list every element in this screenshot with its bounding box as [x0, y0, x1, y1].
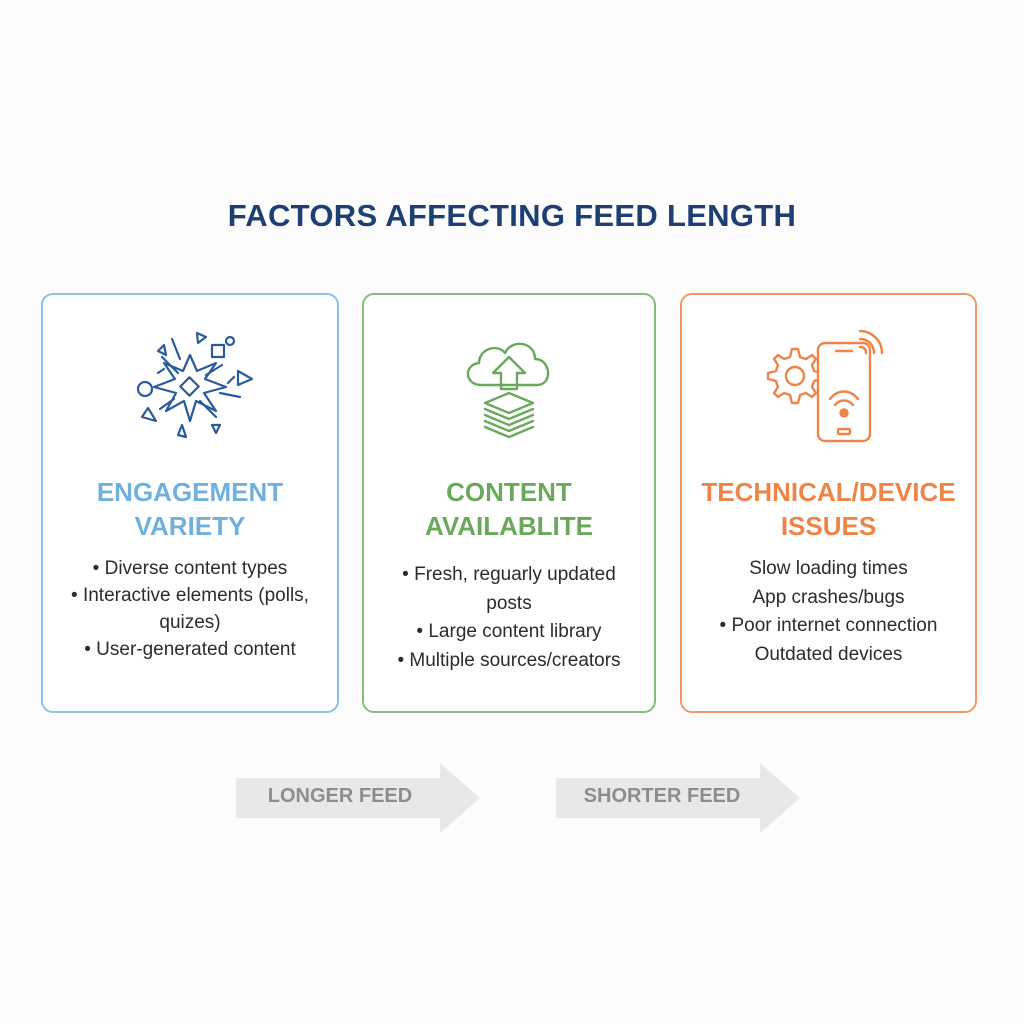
list-item: • Interactive elements (polls, [71, 585, 309, 606]
bullet-list: • Fresh, reguarly updated posts • Large … [364, 561, 654, 675]
list-item: Slow loading times [749, 558, 908, 579]
arrow-shape-icon [236, 763, 480, 833]
arrow-shape-icon [556, 763, 800, 833]
arrow-label: SHORTER FEED [583, 785, 741, 807]
card-title: CONTENT AVAILABLITE [424, 477, 594, 541]
arrow-label: LONGER FEED [267, 785, 413, 807]
engagement-variety-card: ENGAGEMENT VARIETY • Diverse content typ… [41, 293, 339, 713]
list-item: Outdated devices [754, 643, 903, 665]
content-availability-card: CONTENT AVAILABLITE • Fresh, reguarly up… [362, 293, 656, 713]
list-item: App crashes/bugs [752, 586, 905, 608]
bullet-list: • Diverse content types • Interactive el… [43, 555, 337, 663]
cloud-upload-stack-icon [364, 313, 654, 453]
list-item: • Large content library [416, 621, 602, 642]
list-item: • Diverse content types [92, 558, 288, 579]
shorter-feed-arrow: SHORTER FEED [556, 763, 800, 833]
list-item: • Multiple sources/creators [397, 649, 621, 671]
list-item: posts [486, 592, 532, 614]
diagram-title: FACTORS AFFECTING FEED LENGTH [227, 198, 797, 233]
list-item: • Fresh, reguarly updated [402, 564, 616, 585]
gear-phone-wifi-icon [682, 313, 975, 453]
longer-feed-arrow: LONGER FEED [236, 763, 480, 833]
technical-device-issues-card: TECHNICAL/DEVICE ISSUES Slow loading tim… [680, 293, 977, 713]
card-title: ENGAGEMENT VARIETY [96, 477, 284, 541]
starburst-shapes-icon [43, 313, 337, 453]
card-title: TECHNICAL/DEVICE ISSUES [701, 477, 956, 541]
bullet-list: Slow loading times App crashes/bugs • Po… [682, 555, 975, 669]
list-item: quizes) [159, 612, 221, 633]
list-item: • Poor internet connection [719, 615, 938, 636]
list-item: • User-generated content [84, 639, 296, 660]
